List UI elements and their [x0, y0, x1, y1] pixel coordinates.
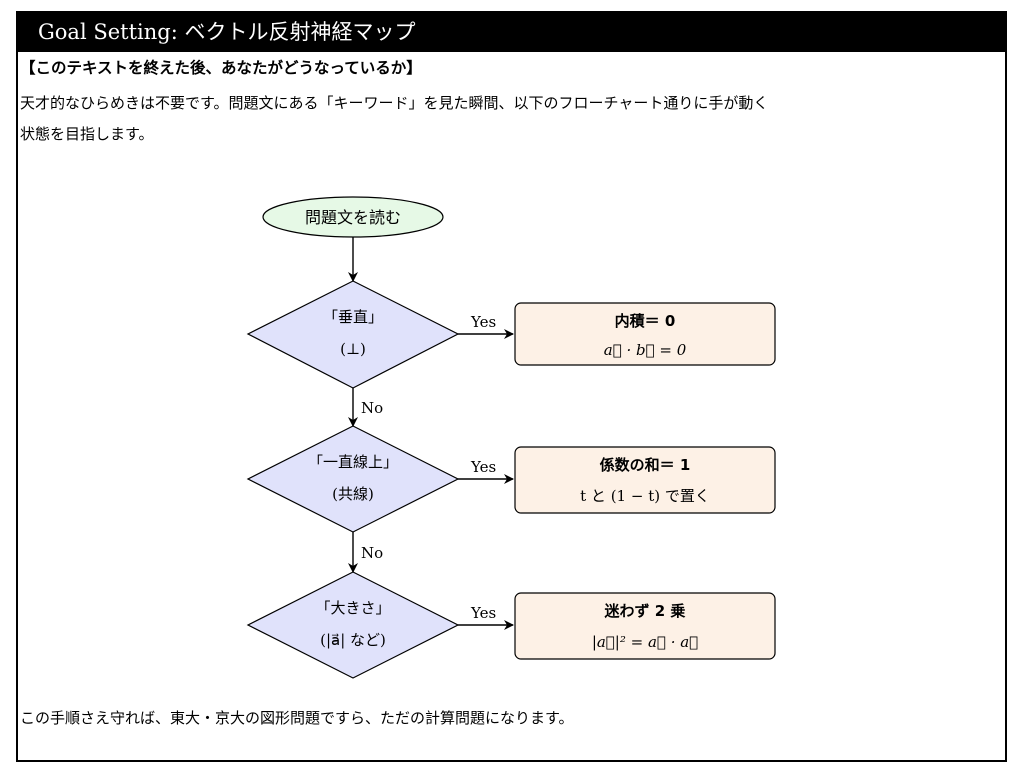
result-formula: |a⃗|² = a⃗ · a⃗ — [592, 633, 698, 651]
result-box — [514, 592, 776, 660]
decision-label: 「一直線上」 — [308, 453, 398, 471]
intro-line-1: 天才的なひらめきは不要です。問題文にある「キーワード」を見た瞬間、以下のフローチ… — [20, 94, 769, 112]
result-title: 内積＝ 0 — [615, 312, 676, 330]
decision-sub: (|a⃗| など) — [320, 631, 386, 649]
yes-label-2: Yes — [470, 458, 496, 476]
decision-collinear: 「一直線上」 (共線) — [246, 425, 460, 533]
decision-label: 「垂直」 — [323, 308, 383, 326]
box-title: Goal Setting: ベクトル反射神経マップ — [18, 13, 1005, 52]
decision-diamond — [246, 571, 460, 679]
result-inner-product-zero: 内積＝ 0 a⃗ · b⃗ = 0 — [514, 302, 776, 366]
result-box — [514, 302, 776, 366]
result-title: 迷わず 2 乗 — [604, 602, 686, 620]
result-coefficient-sum: 係数の和＝ 1 t と (1 − t) で置く — [514, 446, 776, 514]
decision-sub: (共線) — [332, 485, 374, 503]
result-formula: a⃗ · b⃗ = 0 — [604, 341, 687, 359]
yes-label-1: Yes — [470, 313, 496, 331]
intro-line-2: 状態を目指します。 — [20, 125, 154, 143]
result-formula: t と (1 − t) で置く — [580, 487, 710, 505]
decision-perpendicular: 「垂直」 (⊥) — [246, 280, 460, 389]
decision-diamond — [246, 425, 460, 533]
start-label: 問題文を読む — [305, 208, 401, 227]
start-node: 問題文を読む — [262, 196, 444, 238]
closing-statement: この手順さえ守れば、東大・京大の図形問題ですら、ただの計算問題になります。 — [20, 709, 574, 727]
decision-label: 「大きさ」 — [315, 599, 390, 617]
no-label-1: No — [361, 399, 383, 417]
no-label-2: No — [361, 544, 383, 562]
yes-label-3: Yes — [470, 604, 496, 622]
goal-setting-box: Goal Setting: ベクトル反射神経マップ — [16, 11, 1007, 762]
decision-sub: (⊥) — [340, 340, 366, 358]
result-square-it: 迷わず 2 乗 |a⃗|² = a⃗ · a⃗ — [514, 592, 776, 660]
section-heading: 【このテキストを終えた後、あなたがどうなっているか】 — [20, 59, 422, 77]
decision-diamond — [246, 280, 460, 389]
decision-magnitude: 「大きさ」 (|a⃗| など) — [246, 571, 460, 679]
result-box — [514, 446, 776, 514]
intro-paragraph: 天才的なひらめきは不要です。問題文にある「キーワード」を見た瞬間、以下のフローチ… — [20, 88, 975, 150]
result-title: 係数の和＝ 1 — [600, 456, 691, 474]
